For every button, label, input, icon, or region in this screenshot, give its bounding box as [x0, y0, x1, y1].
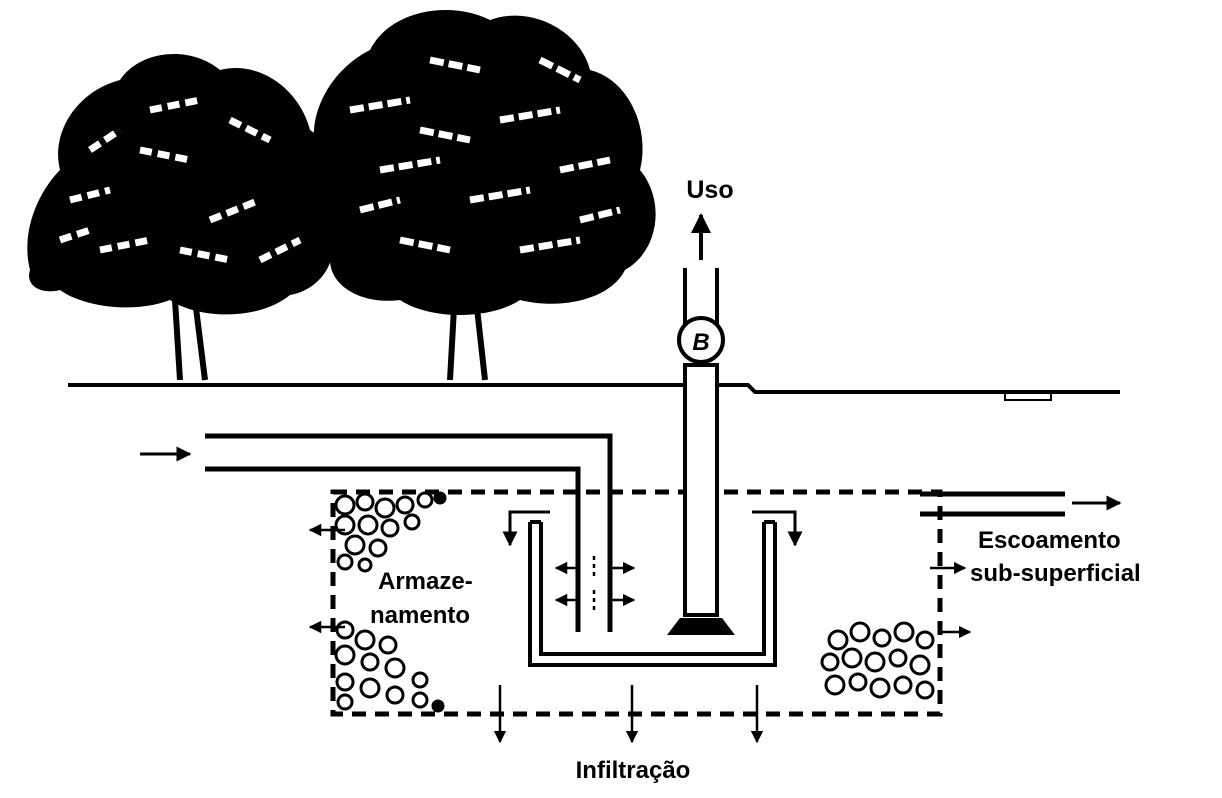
storage-label-line2: namento: [370, 602, 470, 629]
gravel-left: [334, 491, 447, 713]
infiltration-label: Infiltração: [576, 757, 691, 784]
trees-illustration: [27, 10, 656, 381]
ground-surface: [68, 383, 1120, 401]
gravel-right: [820, 621, 935, 700]
subsurface-runoff-label-line2: sub-superficial: [970, 560, 1141, 587]
use-label: Uso: [686, 176, 733, 204]
infiltration-arrows: [493, 685, 764, 744]
pump-column: [667, 213, 735, 635]
pump-symbol: [677, 316, 725, 364]
inner-channel: [502, 510, 803, 667]
right-tree: [309, 10, 656, 381]
subsurface-runoff-label-line1: Escoamento: [978, 527, 1121, 554]
outflow-pipe: [920, 491, 1122, 517]
inflow-pipe: [140, 433, 613, 632]
left-tree: [27, 53, 339, 381]
seepage-arrows: [308, 523, 972, 639]
pump-label: B: [692, 329, 709, 356]
storage-boundary: [330, 489, 943, 717]
storage-label-line1: Armaze-: [378, 568, 473, 595]
